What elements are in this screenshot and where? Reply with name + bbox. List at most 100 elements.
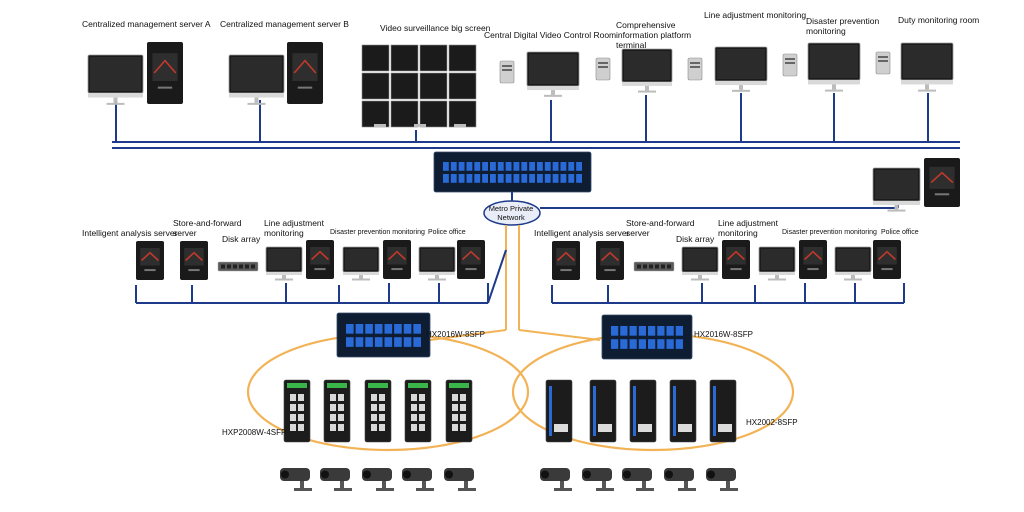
camera-lens	[445, 470, 453, 479]
label-disaster-top: Disaster prevention monitoring	[806, 16, 880, 36]
switch-port	[497, 162, 504, 171]
monitor-remote-station	[872, 167, 921, 212]
tower-panel	[556, 248, 576, 266]
switch-port	[413, 337, 421, 347]
din-port	[411, 404, 417, 411]
tower-accent	[557, 251, 575, 262]
camera-lens	[665, 470, 673, 479]
monitor-neck	[551, 90, 555, 95]
video-wall-panel	[390, 100, 419, 128]
label-left-police: Police office	[428, 229, 466, 236]
din-port	[330, 394, 336, 401]
tower-accent	[601, 251, 619, 262]
camera-mount	[560, 481, 564, 489]
din-terminal	[408, 383, 428, 388]
label-control-room: Central Digital Video Control Room	[484, 30, 617, 40]
camera-lens	[281, 470, 289, 479]
left-branch-monitor-disaster	[342, 246, 380, 281]
tower-server-b	[287, 42, 323, 104]
switch-port	[466, 174, 473, 183]
switch-port	[497, 174, 504, 183]
monitor-info-terminal	[621, 48, 673, 93]
switch-port	[657, 339, 665, 349]
switch-port	[666, 326, 674, 336]
right-branch-tower-disaster	[799, 240, 827, 279]
switch-port	[346, 324, 354, 334]
din-body	[283, 379, 311, 443]
video-wall-stand	[374, 124, 386, 127]
tower-slot	[391, 268, 403, 271]
monitor-base	[732, 89, 750, 92]
din-port	[379, 414, 385, 421]
right-branch-disk-array	[633, 261, 675, 272]
switch-port	[458, 162, 465, 171]
switch-right-main	[601, 314, 693, 360]
switch-left-edge-2	[364, 379, 392, 443]
switch-port	[365, 337, 373, 347]
tower-panel	[310, 247, 330, 265]
tower-slot	[604, 269, 616, 272]
camera-bracket	[636, 488, 654, 491]
switch-port	[552, 174, 559, 183]
tower-server-a	[147, 42, 183, 104]
switch-port	[482, 162, 488, 171]
camera-mount	[642, 481, 646, 489]
label-line-adj-top: Line adjustment monitoring	[704, 10, 807, 20]
din-port	[411, 394, 417, 401]
monitor-disaster	[807, 42, 861, 92]
switch-port	[443, 174, 449, 183]
tower-slot	[934, 193, 950, 196]
monitor-neck	[775, 275, 779, 279]
tower-panel	[726, 247, 746, 265]
din-port	[460, 394, 466, 401]
video-wall	[361, 44, 477, 128]
din-port	[460, 424, 466, 431]
camera-right-0	[540, 468, 572, 491]
switch-port	[466, 162, 473, 171]
switch-port	[629, 326, 637, 336]
switch-port	[384, 337, 393, 347]
monitor-chin	[266, 272, 302, 275]
left-branch-tower-disaster	[383, 240, 411, 279]
din-port	[379, 424, 385, 431]
switch-left-edge-0	[283, 379, 311, 443]
tower-panel	[140, 248, 160, 266]
camera-body	[362, 468, 392, 481]
switch-body	[601, 314, 693, 360]
switch-port	[513, 174, 520, 183]
din-port	[298, 404, 304, 411]
switch-port	[355, 324, 364, 334]
switch-port	[529, 174, 535, 183]
left-branch-tower-line-adj	[306, 240, 334, 279]
din-port	[290, 414, 296, 421]
switch-port	[675, 326, 683, 336]
switch-port	[413, 324, 421, 334]
tower-panel	[184, 248, 204, 266]
label-left-switch-edge: HXP2008W-4SFP	[222, 428, 287, 437]
camera-right-3	[664, 468, 696, 491]
label-left-store: Store-and-forward server	[173, 218, 242, 238]
monitor-duty	[900, 42, 954, 92]
camera-body	[582, 468, 612, 481]
monitor-glass	[421, 249, 453, 270]
pc-drive	[785, 58, 795, 60]
monitor-glass	[345, 249, 377, 270]
din-terminal	[368, 383, 388, 388]
pc-drive	[690, 62, 700, 64]
label-metro-network: Metro Private Network	[488, 204, 534, 222]
pc-drive	[598, 62, 608, 64]
camera-lens	[541, 470, 549, 479]
switch-right-edge-4	[709, 379, 737, 443]
switch-port	[620, 326, 628, 336]
video-wall-stand	[414, 124, 426, 127]
monitor-chin	[622, 82, 672, 86]
right-branch-tower-analysis	[552, 241, 580, 280]
switch-port	[521, 174, 528, 183]
camera-bracket	[334, 488, 352, 491]
camera-lens	[321, 470, 329, 479]
switch-port	[490, 162, 496, 171]
din-stripe	[713, 386, 716, 436]
right-branch-tower-store	[596, 241, 624, 280]
disk-bay	[227, 264, 231, 269]
switch-port	[675, 339, 683, 349]
